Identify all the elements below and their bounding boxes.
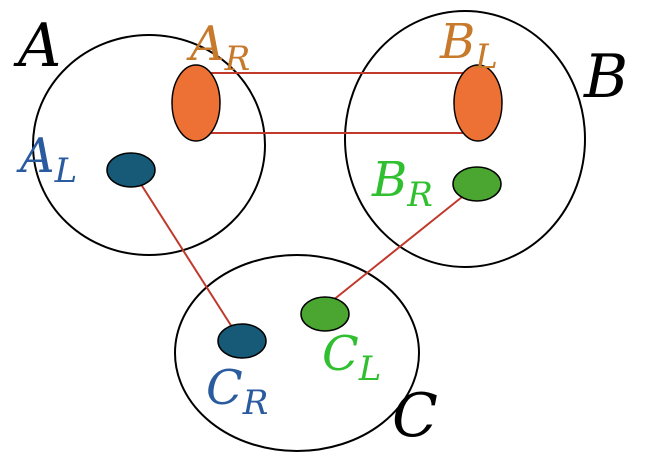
node-b-r-main: B xyxy=(371,152,407,208)
set-c-circle xyxy=(174,254,420,452)
node-a-l-sub: L xyxy=(54,151,78,191)
node-c-l-label: CL xyxy=(322,326,381,389)
node-c-r-main: C xyxy=(206,360,243,416)
node-a-r-label: AR xyxy=(186,16,250,79)
set-a-circle xyxy=(32,34,266,256)
set-b-circle xyxy=(344,10,586,268)
node-b-l-main: B xyxy=(439,14,475,70)
node-c-l-main: C xyxy=(322,326,359,382)
node-a-r-main: A xyxy=(186,16,225,72)
node-b-l-sub: L xyxy=(474,37,498,77)
set-c-label: C xyxy=(392,381,438,451)
edge-al-cr xyxy=(136,177,240,339)
node-b-l-label: BL xyxy=(439,14,498,77)
node-c-l xyxy=(300,296,350,332)
node-c-r-label: CR xyxy=(206,360,268,423)
set-a-label: A xyxy=(13,11,61,81)
node-a-l-main: A xyxy=(16,128,55,184)
node-a-l xyxy=(106,152,156,188)
node-b-r-label: BR xyxy=(371,152,433,215)
node-c-l-sub: L xyxy=(358,349,382,389)
node-a-l-label: AL xyxy=(16,128,77,191)
node-a-r-sub: R xyxy=(224,39,251,79)
edge-br-cl xyxy=(331,196,463,302)
set-b-label: B xyxy=(583,42,628,112)
node-a-r xyxy=(171,64,221,142)
node-c-r xyxy=(217,323,267,359)
node-b-l xyxy=(453,64,503,142)
node-b-r xyxy=(452,166,502,202)
node-c-r-sub: R xyxy=(242,383,269,423)
node-b-r-sub: R xyxy=(406,175,433,215)
